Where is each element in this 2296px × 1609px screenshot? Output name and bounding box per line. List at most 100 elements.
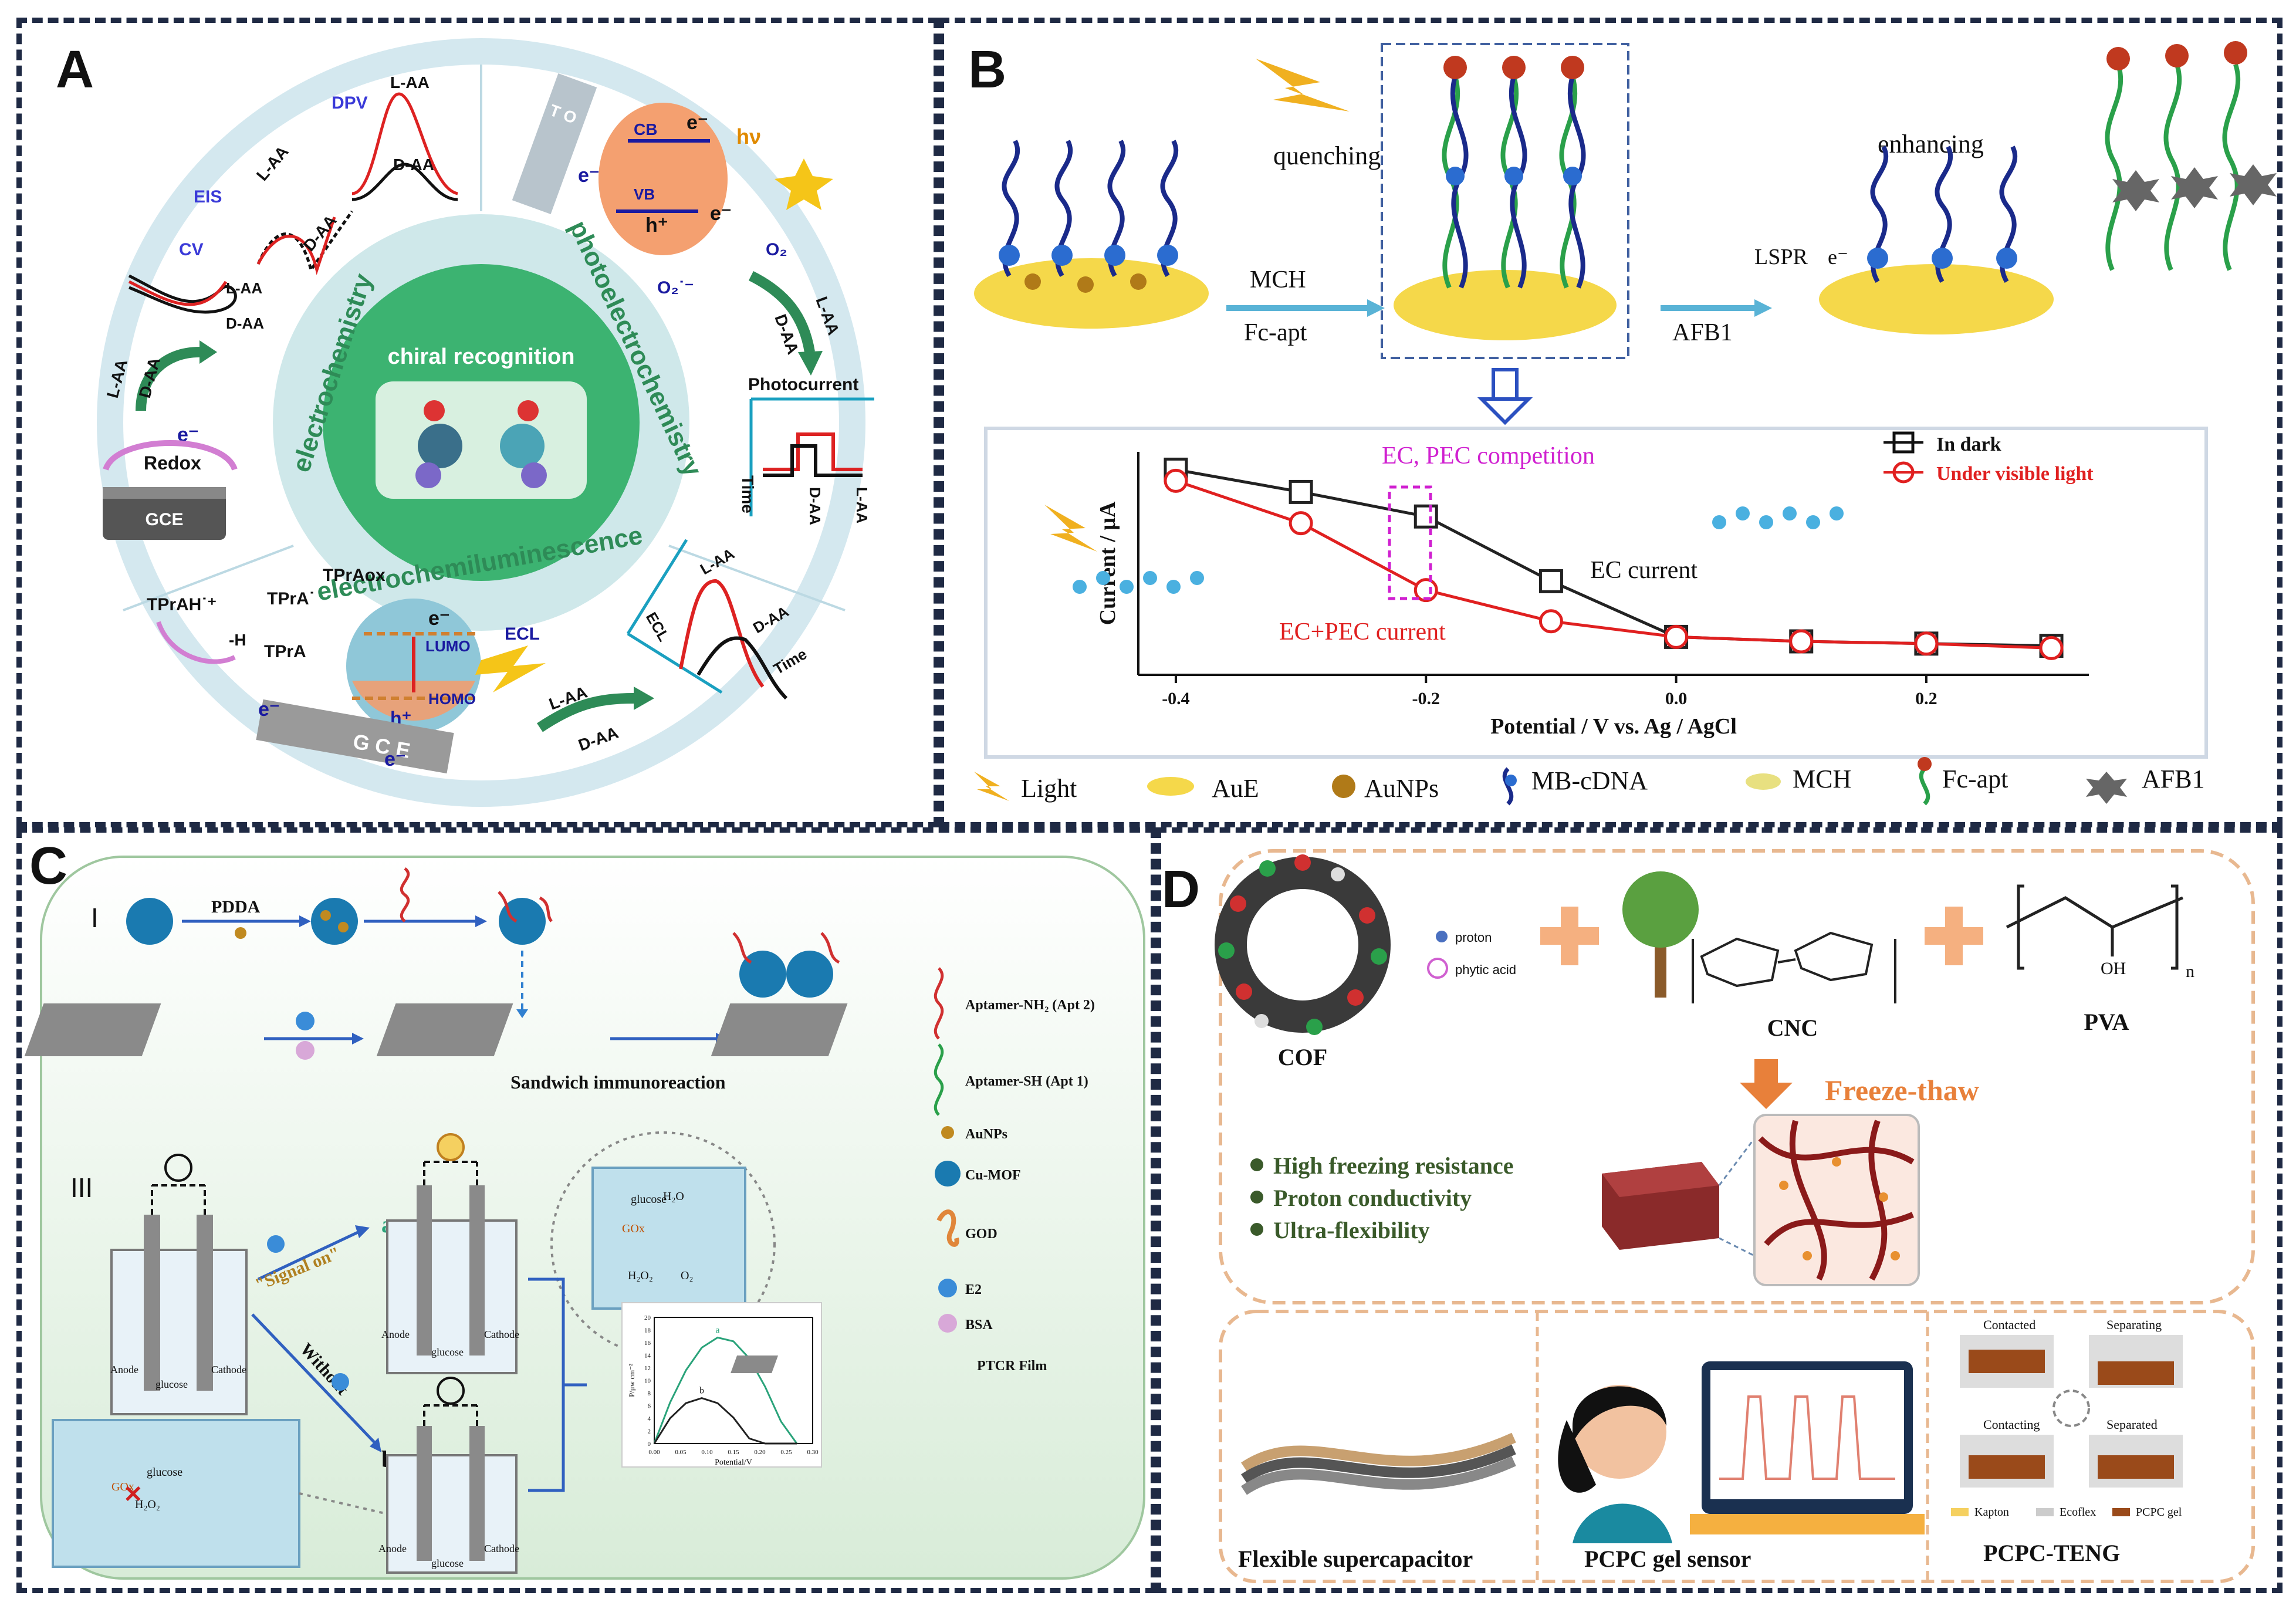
svg-text:Contacted: Contacted bbox=[1983, 1317, 2035, 1332]
svg-text:TPrAH˙⁺: TPrAH˙⁺ bbox=[147, 595, 217, 614]
b-point-light bbox=[1414, 578, 1438, 603]
c-x-tick-label: 0.25 bbox=[780, 1449, 792, 1456]
svg-text:phytic acid: phytic acid bbox=[1455, 962, 1516, 977]
svg-text:L-AA: L-AA bbox=[226, 279, 262, 297]
panel-d: D COF proton phytic acid CNC bbox=[1162, 833, 2277, 1587]
svg-text:OH: OH bbox=[2101, 959, 2126, 978]
b-x-tick-label: 0.0 bbox=[1665, 689, 1688, 708]
svg-text:glucose: glucose bbox=[147, 1466, 182, 1479]
d-bottom-box bbox=[1219, 1310, 2255, 1583]
molecule-icons bbox=[1073, 506, 1844, 594]
frame-b bbox=[939, 18, 2283, 827]
b-point-light bbox=[1538, 609, 1563, 634]
svg-text:e⁻: e⁻ bbox=[687, 111, 708, 134]
ptcr-film-1 bbox=[24, 1003, 161, 1056]
panel-b: B MCH Fc-apt quenching bbox=[945, 23, 2277, 822]
b-x-tick-label: -0.4 bbox=[1162, 689, 1190, 708]
svg-text:Sandwich immunoreaction: Sandwich immunoreaction bbox=[510, 1071, 726, 1093]
svg-text:Cathode: Cathode bbox=[484, 1543, 519, 1554]
c-y-tick-label: 18 bbox=[644, 1327, 651, 1334]
svg-text:Anode: Anode bbox=[381, 1329, 410, 1340]
svg-text:Ultra-flexibility: Ultra-flexibility bbox=[1273, 1217, 1430, 1243]
b-point-dark bbox=[1289, 479, 1313, 504]
ecl-gce bbox=[256, 699, 454, 774]
center-molecule-box bbox=[376, 381, 587, 499]
svg-text:PVA: PVA bbox=[2084, 1009, 2129, 1035]
beaker-main: Anode Cathode glucose bbox=[110, 1154, 248, 1415]
svg-text:Separated: Separated bbox=[2106, 1417, 2158, 1432]
label-cv: CV bbox=[179, 240, 204, 259]
svg-text:Fc-apt: Fc-apt bbox=[1942, 765, 2008, 793]
svg-text:TPrA: TPrA bbox=[264, 642, 306, 661]
svg-text:Contacting: Contacting bbox=[1983, 1417, 2040, 1432]
panel-a-diagram: chiral recognition electrochemistry phot… bbox=[97, 38, 874, 807]
svg-text:BSA: BSA bbox=[965, 1317, 993, 1333]
svg-text:Separating: Separating bbox=[2106, 1317, 2162, 1332]
label-afb1-arrow: AFB1 bbox=[1672, 319, 1733, 346]
sensor-person-icon bbox=[1558, 1385, 1672, 1543]
light-sun bbox=[775, 158, 833, 210]
b-x-tick-label: 0.2 bbox=[1915, 689, 1937, 708]
svg-text:LUMO: LUMO bbox=[425, 637, 471, 655]
b-y-axis-label: Current / μA bbox=[1095, 501, 1120, 625]
c-y-tick-label: 2 bbox=[648, 1428, 651, 1435]
ptcr-film-3 bbox=[711, 1003, 848, 1056]
svg-text:TPrA˙: TPrA˙ bbox=[267, 589, 315, 609]
c-chart-box bbox=[621, 1302, 822, 1468]
c-series-label: b bbox=[699, 1386, 704, 1396]
cu-mof-1 bbox=[126, 898, 173, 945]
svg-text:D-AA: D-AA bbox=[226, 315, 264, 332]
quenching-box bbox=[1381, 43, 1629, 359]
svg-text:Anode: Anode bbox=[110, 1364, 138, 1375]
ito-electrode bbox=[512, 73, 597, 215]
svg-text:III: III bbox=[70, 1172, 93, 1203]
b-point-light bbox=[1914, 631, 1939, 656]
panel-a: A chiral recognition electrochemistry ph… bbox=[23, 23, 933, 822]
panel-b-label: B bbox=[968, 40, 1006, 99]
frame-c bbox=[16, 827, 1156, 1593]
c-plot-frame bbox=[654, 1317, 813, 1444]
svg-text:Ecoflex: Ecoflex bbox=[2060, 1506, 2096, 1519]
label-ec-pec: EC, PEC competition bbox=[1382, 442, 1595, 469]
svg-text:Time: Time bbox=[739, 475, 757, 513]
svg-text:HOMO: HOMO bbox=[428, 690, 476, 708]
label-quenching: quenching bbox=[1273, 141, 1381, 170]
svg-text:D-AA: D-AA bbox=[393, 156, 434, 174]
svg-text:COF: COF bbox=[1278, 1044, 1327, 1070]
c-y-tick-label: 16 bbox=[644, 1340, 651, 1347]
panel-b-diagram: MCH Fc-apt quenching AFB1 enhancing bbox=[974, 41, 2277, 806]
svg-text:GCE: GCE bbox=[145, 510, 183, 529]
b-series-line bbox=[1175, 479, 2052, 650]
b-point-light bbox=[2039, 636, 2064, 660]
svg-text:e⁻: e⁻ bbox=[384, 748, 406, 770]
svg-text:AFB1: AFB1 bbox=[2142, 765, 2205, 793]
d-top-box bbox=[1219, 849, 2255, 1304]
svg-text:PDDA: PDDA bbox=[211, 897, 261, 917]
zoom-b bbox=[52, 1419, 300, 1568]
legend-visible-light: Under visible light bbox=[1936, 463, 2094, 485]
svg-text:E2: E2 bbox=[965, 1282, 982, 1297]
svg-text:e⁻: e⁻ bbox=[578, 164, 600, 187]
b-point-dark bbox=[1538, 569, 1563, 593]
svg-text:Cu-MOF: Cu-MOF bbox=[965, 1168, 1021, 1183]
svg-text:Photocurrent: Photocurrent bbox=[748, 375, 858, 394]
svg-text:e⁻: e⁻ bbox=[710, 202, 732, 225]
c-x-tick-label: 0.05 bbox=[675, 1449, 687, 1456]
svg-text:CNC: CNC bbox=[1767, 1015, 1818, 1041]
b-point-light bbox=[1664, 624, 1689, 649]
svg-text:AuE: AuE bbox=[1212, 774, 1259, 803]
label-dpv: DPV bbox=[332, 93, 368, 113]
molecule-atom-3 bbox=[415, 462, 441, 488]
b-point-dark bbox=[1414, 504, 1438, 529]
panel-d-label: D bbox=[1162, 860, 1200, 919]
svg-text:O₂˙⁻: O₂˙⁻ bbox=[657, 278, 694, 298]
svg-text:VB: VB bbox=[634, 185, 655, 203]
svg-text:O₂: O₂ bbox=[681, 1269, 693, 1282]
beaker-b: b Anode Cathode glucose bbox=[378, 1377, 519, 1574]
c-series-label: a bbox=[715, 1325, 719, 1335]
b-x-axis-label: Potential / V vs. Ag / AgCl bbox=[1490, 714, 1737, 739]
panel-a-label: A bbox=[56, 40, 94, 99]
c-y-tick-label: 8 bbox=[648, 1390, 651, 1397]
c-y-tick-label: 0 bbox=[648, 1441, 651, 1448]
c-y-tick-label: 4 bbox=[648, 1415, 651, 1422]
